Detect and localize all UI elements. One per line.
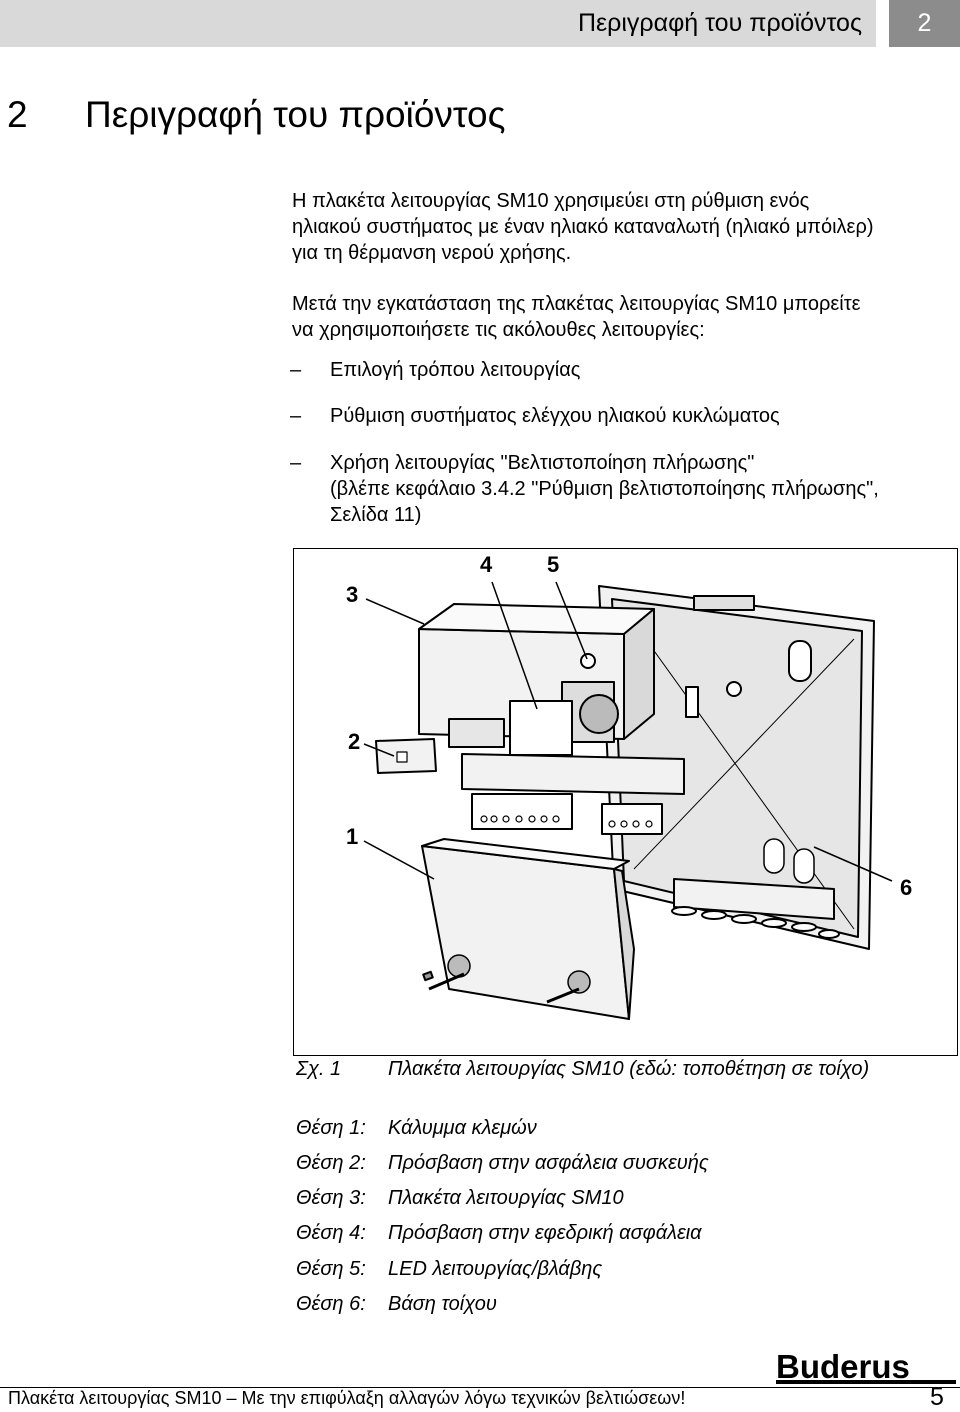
module-illustration	[363, 581, 893, 1020]
bullet-line: (βλέπε κεφάλαιο 3.4.2 "Ρύθμιση βελτιστοπ…	[330, 478, 879, 500]
page-number: 5	[930, 1383, 944, 1411]
functions-line: να χρησιμοποιήσετε τις ακόλουθες λειτουρ…	[292, 319, 705, 341]
bullet-text: Ρύθμιση συστήματος ελέγχου ηλιακού κυκλώ…	[330, 405, 780, 427]
position-text: Βάση τοίχου	[388, 1293, 497, 1315]
module-terminal-section	[461, 753, 685, 835]
callout-5: 5	[547, 552, 560, 577]
device-fuse-holder	[375, 738, 437, 774]
bullet-text: Χρήση λειτουργίας "Βελτιστοποίηση πλήρωσ…	[330, 450, 960, 528]
callout-leaders	[363, 581, 893, 882]
buderus-logo: Buderus	[776, 1348, 910, 1385]
position-label: Θέση 2:	[296, 1152, 366, 1174]
figure-number: Σχ. 1	[296, 1058, 342, 1080]
callout-3: 3	[346, 582, 359, 607]
position-text: LED λειτουργίας/βλάβης	[388, 1258, 603, 1280]
position-label: Θέση 1:	[296, 1117, 366, 1139]
position-label: Θέση 5:	[296, 1258, 366, 1280]
callout-6: 6	[900, 875, 913, 900]
bullet-dash: –	[290, 359, 302, 381]
figure-caption: Πλακέτα λειτουργίας SM10 (εδώ: τοποθέτησ…	[388, 1058, 870, 1080]
functions-paragraph: Μετά την εγκατάσταση της πλακέτας λειτου…	[292, 291, 957, 343]
section-title: Περιγραφή του προϊόντος	[85, 94, 506, 135]
section-number: 2	[7, 94, 28, 135]
callout-4: 4	[480, 552, 493, 577]
base-terminal-strip	[671, 878, 840, 939]
page-footer	[0, 1387, 960, 1412]
header-chapter-number: 2	[889, 0, 960, 47]
page-header: Περιγραφή του προϊόντος 2	[0, 0, 960, 47]
module-body	[418, 603, 699, 756]
functions-line: Μετά την εγκατάσταση της πλακέτας λειτου…	[292, 293, 861, 315]
position-label: Θέση 6:	[296, 1293, 366, 1315]
bullet-dash: –	[290, 405, 302, 427]
callout-2: 2	[348, 729, 361, 754]
bullet-dash: –	[290, 452, 302, 474]
intro-line: για τη θέρμανση νερού χρήσης.	[292, 242, 572, 264]
position-text: Πρόσβαση στην ασφάλεια συσκευής	[388, 1152, 709, 1174]
intro-line: Η πλακέτα λειτουργίας SM10 χρησιμεύει στ…	[292, 190, 810, 212]
bullet-line: Χρήση λειτουργίας "Βελτιστοποίηση πλήρωσ…	[330, 452, 755, 474]
position-label: Θέση 4:	[296, 1222, 366, 1244]
terminal-cover	[421, 838, 635, 1020]
product-figure: 3 4 5 2 1 6	[293, 548, 958, 1056]
bullet-line: Σελίδα 11)	[330, 504, 422, 526]
footer-text: Πλακέτα λειτουργίας SM10 – Με την επιφύλ…	[8, 1388, 686, 1408]
position-text: Πρόσβαση στην εφεδρική ασφάλεια	[388, 1222, 702, 1244]
bullet-text: Επιλογή τρόπου λειτουργίας	[330, 359, 581, 381]
wall-base	[598, 585, 875, 950]
intro-paragraph: Η πλακέτα λειτουργίας SM10 χρησιμεύει στ…	[292, 188, 952, 266]
logo-underline	[776, 1380, 956, 1384]
intro-line: ηλιακού συστήματος με έναν ηλιακό κατανα…	[292, 216, 874, 238]
position-text: Πλακέτα λειτουργίας SM10	[388, 1187, 624, 1209]
callout-1: 1	[346, 824, 359, 849]
position-text: Κάλυμμα κλεμών	[388, 1117, 537, 1139]
position-label: Θέση 3:	[296, 1187, 366, 1209]
header-title: Περιγραφή του προϊόντος	[0, 0, 876, 47]
